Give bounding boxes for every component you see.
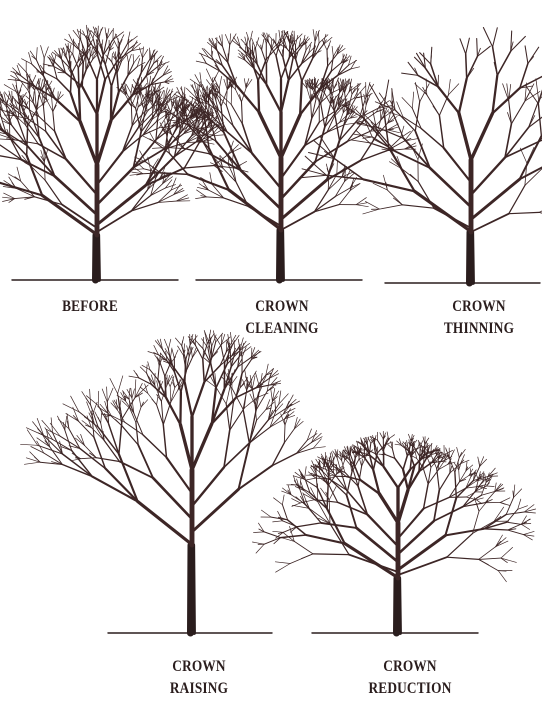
tree-crown-cleaning-icon — [130, 30, 417, 281]
caption-crown-raising-line-1: CROWN — [148, 656, 249, 678]
caption-crown-thinning-line-2: THINNING — [427, 318, 532, 340]
caption-crown-reduction-line-1: CROWN — [354, 656, 466, 678]
tree-crown-raising-icon — [21, 330, 326, 633]
caption-before-line-1: BEFORE — [43, 296, 138, 318]
tree-crown-reduction-icon — [252, 431, 535, 633]
caption-crown-reduction-line-2: REDUCTION — [354, 678, 466, 700]
caption-crown-cleaning-line-1: CROWN — [230, 296, 333, 318]
caption-crown-raising-line-2: RAISING — [148, 678, 249, 700]
caption-crown-cleaning: CROWN CLEANING — [230, 296, 333, 340]
caption-crown-reduction: CROWN REDUCTION — [354, 656, 466, 700]
caption-crown-cleaning-line-2: CLEANING — [230, 318, 333, 340]
caption-crown-raising: CROWN RAISING — [148, 656, 249, 700]
caption-before: BEFORE — [43, 296, 138, 318]
caption-crown-thinning-line-1: CROWN — [427, 296, 532, 318]
caption-crown-thinning: CROWN THINNING — [427, 296, 532, 340]
